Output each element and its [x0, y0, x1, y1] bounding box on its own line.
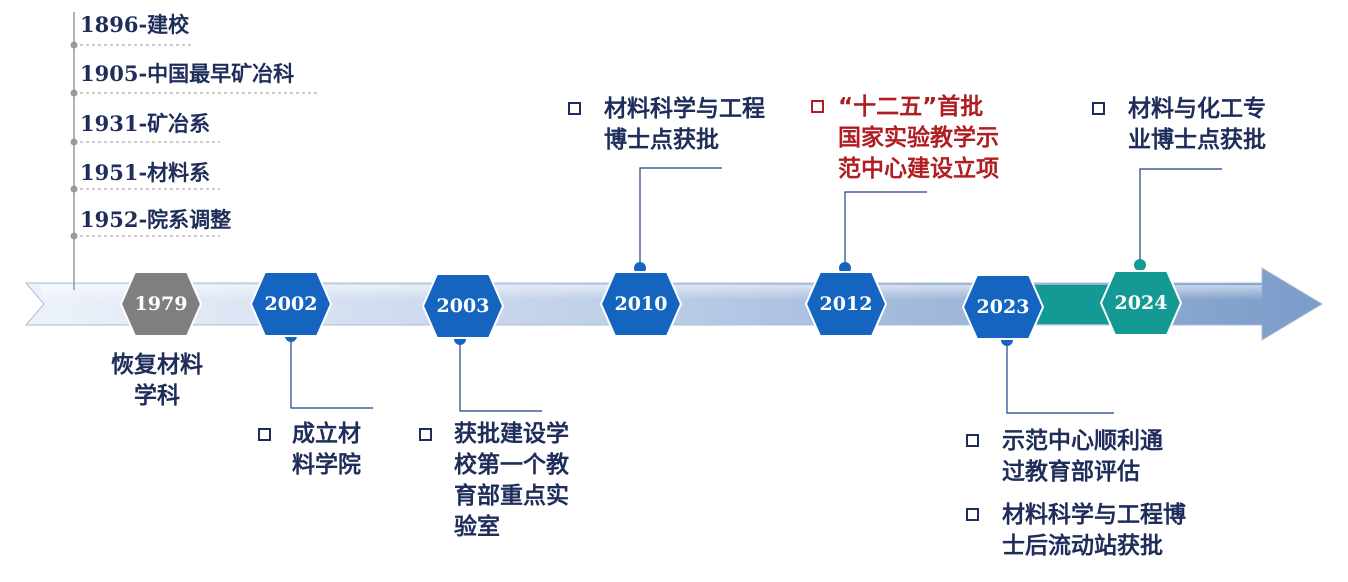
- milestone-caption-1979: 恢复材料 学科: [111, 352, 203, 409]
- milestone-hexagon-2023: [961, 274, 1045, 340]
- milestone-year-2002: 2002: [264, 293, 318, 315]
- checkbox-bullet-icon: [966, 508, 979, 521]
- milestone-caption-2024: 材料与化工专 业博士点获批: [1128, 96, 1266, 153]
- milestone-caption-2010: 材料科学与工程 博士点获批: [604, 96, 765, 153]
- early-history-item: 1951-材料系: [80, 160, 211, 185]
- checkbox-bullet-icon: [966, 434, 979, 447]
- milestone-hexagon-2024: [1099, 270, 1183, 336]
- milestone-caption-2023-b: 材料科学与工程博 士后流动站获批: [1002, 502, 1186, 559]
- teal-band: [1030, 285, 1112, 324]
- milestone-hexagon-1979: [119, 271, 203, 337]
- early-history-dividers: [70, 41, 318, 240]
- early-history-dot: [70, 138, 78, 146]
- checkbox-bullet-icon: [811, 100, 824, 113]
- checkbox-bullet-icon: [568, 102, 581, 115]
- milestone-year-1979: 1979: [134, 293, 188, 315]
- early-history-item: 1905-中国最早矿冶科: [80, 61, 295, 86]
- milestone-caption-2002: 成立材 料学院: [292, 421, 361, 478]
- early-history-item: 1931-矿冶系: [80, 111, 211, 136]
- milestone-caption-2012: “十二五”首批 国家实验教学示 范中心建设立项: [838, 94, 999, 182]
- early-history-dot: [70, 232, 78, 240]
- milestone-caption-2003: 获批建设学 校第一个教 育部重点实 验室: [454, 421, 569, 540]
- milestone-caption-2023-a: 示范中心顺利通 过教育部评估: [1002, 428, 1163, 485]
- early-history-dot: [70, 185, 78, 193]
- milestone-year-2023: 2023: [976, 296, 1030, 318]
- milestone-hexagon-2010: [599, 271, 683, 337]
- connector-dot-2024: [1134, 259, 1146, 271]
- milestone-year-2010: 2010: [614, 293, 668, 315]
- milestone-year-2003: 2003: [436, 295, 490, 317]
- milestone-hexagon-2002: [249, 271, 333, 337]
- milestone-hexagon-2012: [804, 271, 888, 337]
- early-history-dot: [70, 41, 78, 49]
- milestone-year-2024: 2024: [1114, 292, 1168, 314]
- milestone-year-2012: 2012: [819, 293, 873, 315]
- early-history-item: 1896-建校: [80, 12, 190, 37]
- connector-lines: [290, 167, 1222, 414]
- early-history-item: 1952-院系调整: [80, 207, 232, 232]
- checkbox-bullet-icon: [1092, 102, 1105, 115]
- checkbox-bullet-icon: [419, 428, 432, 441]
- milestone-hexagon-2003: [421, 273, 505, 339]
- early-history-dot: [70, 89, 78, 97]
- checkbox-bullet-icon: [258, 428, 271, 441]
- milestone-hexagons: [119, 270, 1183, 340]
